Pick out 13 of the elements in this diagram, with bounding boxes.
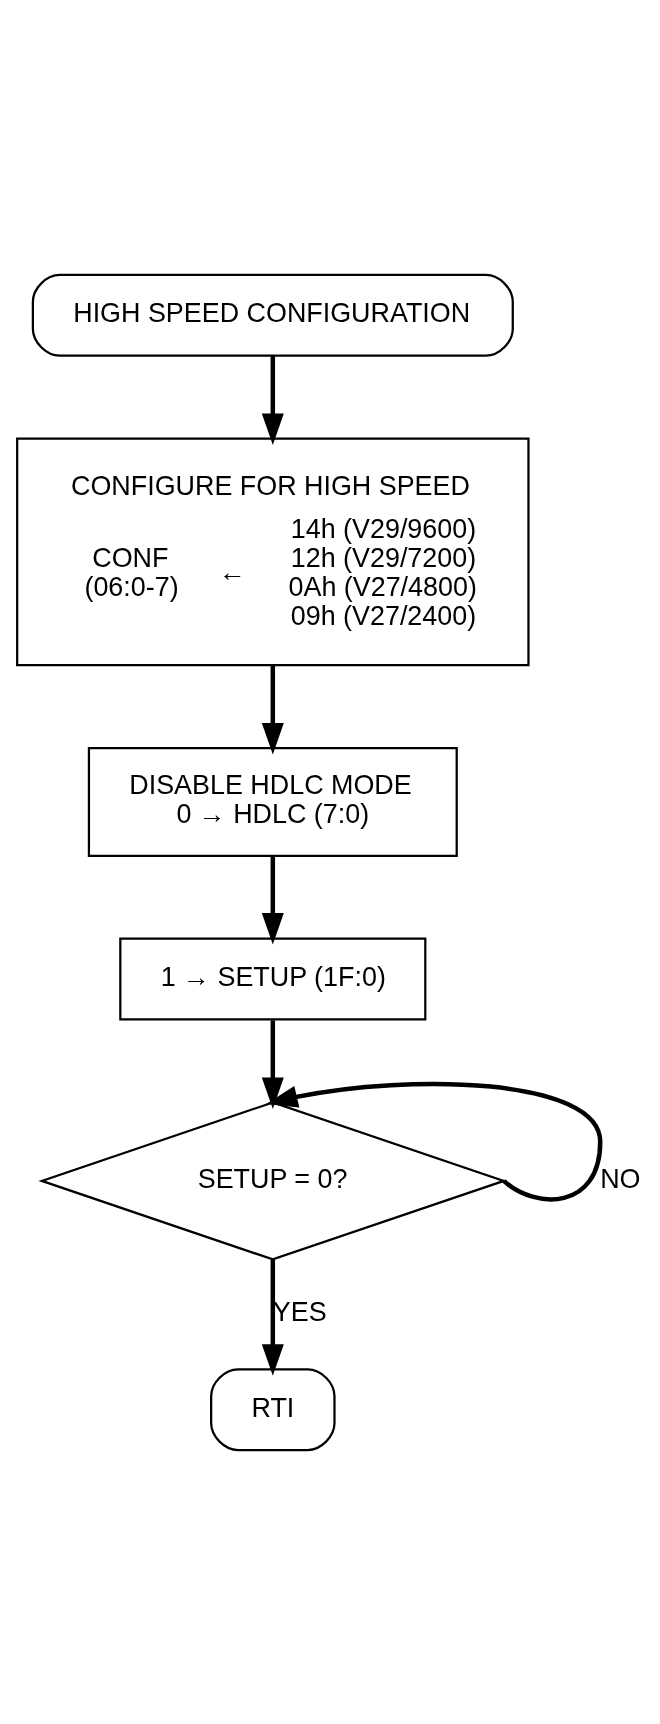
arrow [261,355,284,445]
arrow [261,855,284,945]
arrow [261,1259,284,1376]
arrow [261,664,284,754]
arrow [266,1081,603,1202]
edge-label: NO [600,1163,641,1194]
arrow [261,1019,284,1109]
node-box: DISABLE HDLC MODE 0 → HDLC (7:0) [87,746,458,857]
node-box: CONFIGURE FOR HIGH SPEED CONF (06:0-7) ← 14h (V29/9600) 12h (V29/7200) 0Ah (V27/4800) 09h (V27/2400) [16,437,530,666]
edge-label: YES [272,1296,327,1327]
node-box: RTI [210,1367,336,1451]
node-box: 1 → SETUP (1F:0) [119,937,427,1021]
node-box: HIGH SPEED CONFIGURATION [31,273,514,357]
